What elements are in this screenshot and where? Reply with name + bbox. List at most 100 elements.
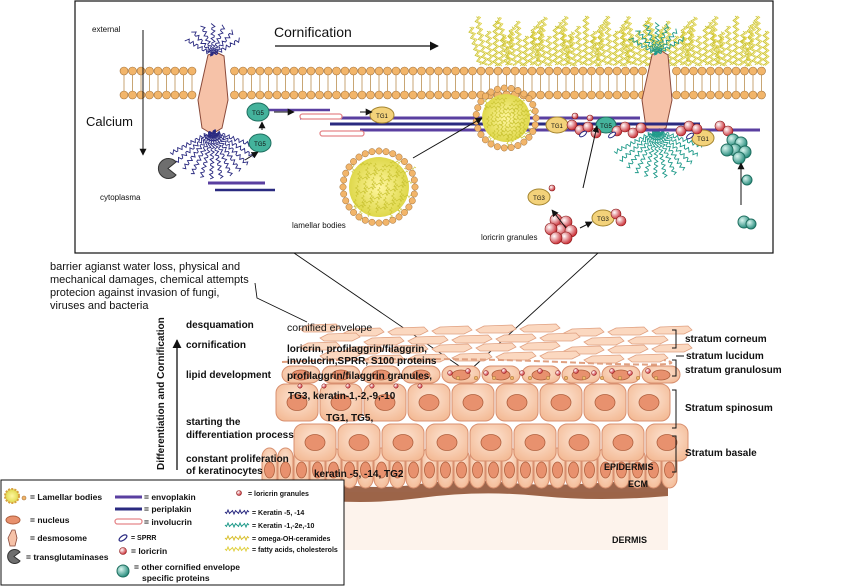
cell-layers bbox=[261, 365, 689, 489]
loricrin-granules-label: loricrin granules bbox=[481, 233, 537, 242]
sprr-icon bbox=[118, 534, 128, 542]
ecm-label: ECM bbox=[628, 479, 648, 489]
granules-label: profilaggrin/filaggrin granules, bbox=[287, 371, 432, 382]
stratum-lucidum: stratum lucidum bbox=[686, 351, 764, 362]
tg3-enzyme-1: TG3 bbox=[527, 188, 551, 206]
legend: = Lamellar bodies = nucleus = desmosome … bbox=[0, 479, 345, 586]
tg5-label-2: TG5 bbox=[254, 142, 266, 148]
tg5-enzyme-1: TG5 bbox=[246, 102, 270, 122]
differentiation-axis-label: Differentiation and Cornification bbox=[156, 317, 167, 470]
lipid-bilayer bbox=[119, 66, 766, 100]
desmosome-right bbox=[641, 49, 673, 133]
keratin-5-14-icon bbox=[224, 508, 250, 516]
barrier-note-line-2: mechanical damages, chemical attempts bbox=[50, 274, 249, 286]
cornified-envelope-label: cornified envelope bbox=[287, 322, 372, 334]
loricrin-arrow bbox=[582, 125, 600, 189]
granule-dots bbox=[297, 368, 659, 389]
barrier-pointer bbox=[254, 282, 308, 323]
stage-differentiation-1: starting the bbox=[186, 417, 241, 428]
lamellar-bodies-label: lamellar bodies bbox=[292, 221, 346, 230]
tg3-enzyme-2: TG3 bbox=[591, 209, 615, 227]
involucrin-icon bbox=[114, 518, 143, 525]
stage-desquamation: desquamation bbox=[186, 320, 254, 331]
cornification-title: Cornification bbox=[274, 24, 352, 40]
legend-desmosome: = desmosome bbox=[30, 533, 87, 543]
calcium-label: Calcium bbox=[86, 114, 133, 129]
legend-keratin-5-14: = Keratin -5, -14 bbox=[252, 510, 304, 517]
transglutaminase-pacman-icon bbox=[157, 158, 177, 179]
stratum-granulosum: stratum granulosum bbox=[685, 365, 782, 376]
legend-transglutaminases: = transglutaminases bbox=[26, 552, 109, 562]
cornification-proteins-2: involucrin,SPRR, S100 proteins bbox=[287, 356, 437, 367]
basal-keratin-label: keratin -5, -14, TG2 bbox=[314, 469, 404, 480]
legend-keratin-1-2e-10: = Keratin -1,-2e,-10 bbox=[252, 523, 315, 530]
strata-brackets bbox=[672, 329, 684, 473]
tg5-label-3: TG5 bbox=[600, 124, 612, 130]
keratin-fibers bbox=[169, 22, 703, 180]
process-stages: desquamation cornification lipid develop… bbox=[186, 320, 294, 477]
stratum-basale: Stratum basale bbox=[685, 448, 757, 459]
legend-nucleus: = nucleus bbox=[30, 515, 70, 525]
desmosome-icon bbox=[7, 529, 18, 547]
omega-ceramide-icon bbox=[224, 534, 250, 542]
strata-labels: stratum corneum stratum lucidum stratum … bbox=[685, 334, 782, 459]
legend-loricrin: = loricrin bbox=[131, 546, 167, 556]
nucleus-icon bbox=[5, 515, 21, 525]
barrier-note-line-4: viruses and bacteria bbox=[50, 300, 149, 312]
loricrin-icon bbox=[119, 547, 127, 555]
tg1-label-2: TG1 bbox=[551, 124, 563, 130]
stratum-spinosum: Stratum spinosum bbox=[685, 403, 773, 414]
membrane-panel: TG5 TG5 TG1 TG1 TG5 TG1 TG3 TG3 bbox=[74, 0, 774, 254]
tg1-enzyme-1: TG1 bbox=[369, 106, 395, 124]
barrier-note-line-3: protecion against invasion of fungi, bbox=[50, 287, 219, 299]
legend-other-ce-2: specific proteins bbox=[142, 573, 210, 583]
legend-periplakin: = periplakin bbox=[144, 504, 191, 514]
tg1-enzyme-2: TG1 bbox=[545, 116, 569, 134]
legend-loricrin-granules: = loricrin granules bbox=[248, 491, 309, 498]
legend-fatty-acids: = fatty acids, cholesterols bbox=[252, 547, 338, 554]
tg3-label-1: TG3 bbox=[533, 196, 545, 202]
zoom-line-right bbox=[467, 252, 599, 373]
transglutaminase-icon bbox=[7, 549, 21, 564]
barrier-note: barrier agianst water loss, physical and… bbox=[50, 261, 249, 312]
fatty-acid-fringe bbox=[468, 15, 770, 67]
legend-lamellar-bodies: = Lamellar bodies bbox=[30, 492, 102, 502]
desmosome-left bbox=[197, 51, 229, 135]
legend-envoplakin: = envoplakin bbox=[144, 492, 196, 502]
stage-lipid-development: lipid development bbox=[186, 370, 272, 381]
tg5-enzyme-3: TG5 bbox=[595, 116, 617, 134]
tg5-label-1: TG5 bbox=[252, 111, 264, 117]
loricrin-aggregates bbox=[544, 112, 752, 245]
stage-proliferation-2: of keratinocytes bbox=[186, 466, 263, 477]
epidermis-label: EPIDERMIS bbox=[604, 462, 654, 472]
stage-cornification: cornification bbox=[186, 340, 246, 351]
membrane-panel-frame bbox=[74, 0, 774, 254]
tg5-enzyme-2: TG5 bbox=[248, 133, 272, 153]
stage-differentiation-2: differentiation process bbox=[186, 430, 294, 441]
legend-involucrin: = involucrin bbox=[144, 517, 192, 527]
lamellar-arrow bbox=[412, 117, 483, 159]
tg1-tg5-label: TG1, TG5, bbox=[326, 413, 373, 424]
fatty-acid-icon bbox=[224, 545, 250, 553]
free-lamellar-body bbox=[339, 147, 419, 227]
barrier-note-line-1: barrier agianst water loss, physical and bbox=[50, 261, 240, 273]
lamellar-body-icon bbox=[4, 488, 27, 504]
tg3-keratin-label: TG3, keratin-1,-2,-9,-10 bbox=[288, 391, 396, 402]
cytoplasma-label: cytoplasma bbox=[100, 193, 141, 202]
cornification-proteins-1: loricrin, profilaggrin/filaggrin, bbox=[287, 344, 427, 355]
ecm-band bbox=[258, 478, 668, 502]
keratin-1-2e-10-icon bbox=[224, 521, 250, 529]
stage-proliferation-1: constant proliferation bbox=[186, 454, 289, 465]
legend-sprr: = SPRR bbox=[131, 535, 156, 542]
legend-omega-ceramides: = omega-OH-ceramides bbox=[252, 536, 330, 543]
tg1-label-3: TG1 bbox=[697, 137, 709, 143]
legend-other-ce-1: = other cornified envelope bbox=[134, 562, 240, 572]
stratum-corneum: stratum corneum bbox=[685, 334, 767, 345]
dermis-label: DERMIS bbox=[612, 535, 647, 545]
external-label: external bbox=[92, 25, 121, 34]
epidermis-tissue bbox=[258, 323, 693, 550]
tg1-label-1: TG1 bbox=[376, 114, 388, 120]
tissue-labels: cornified envelope loricrin, profilaggri… bbox=[287, 322, 654, 545]
fusing-lamellar-body bbox=[472, 84, 540, 152]
